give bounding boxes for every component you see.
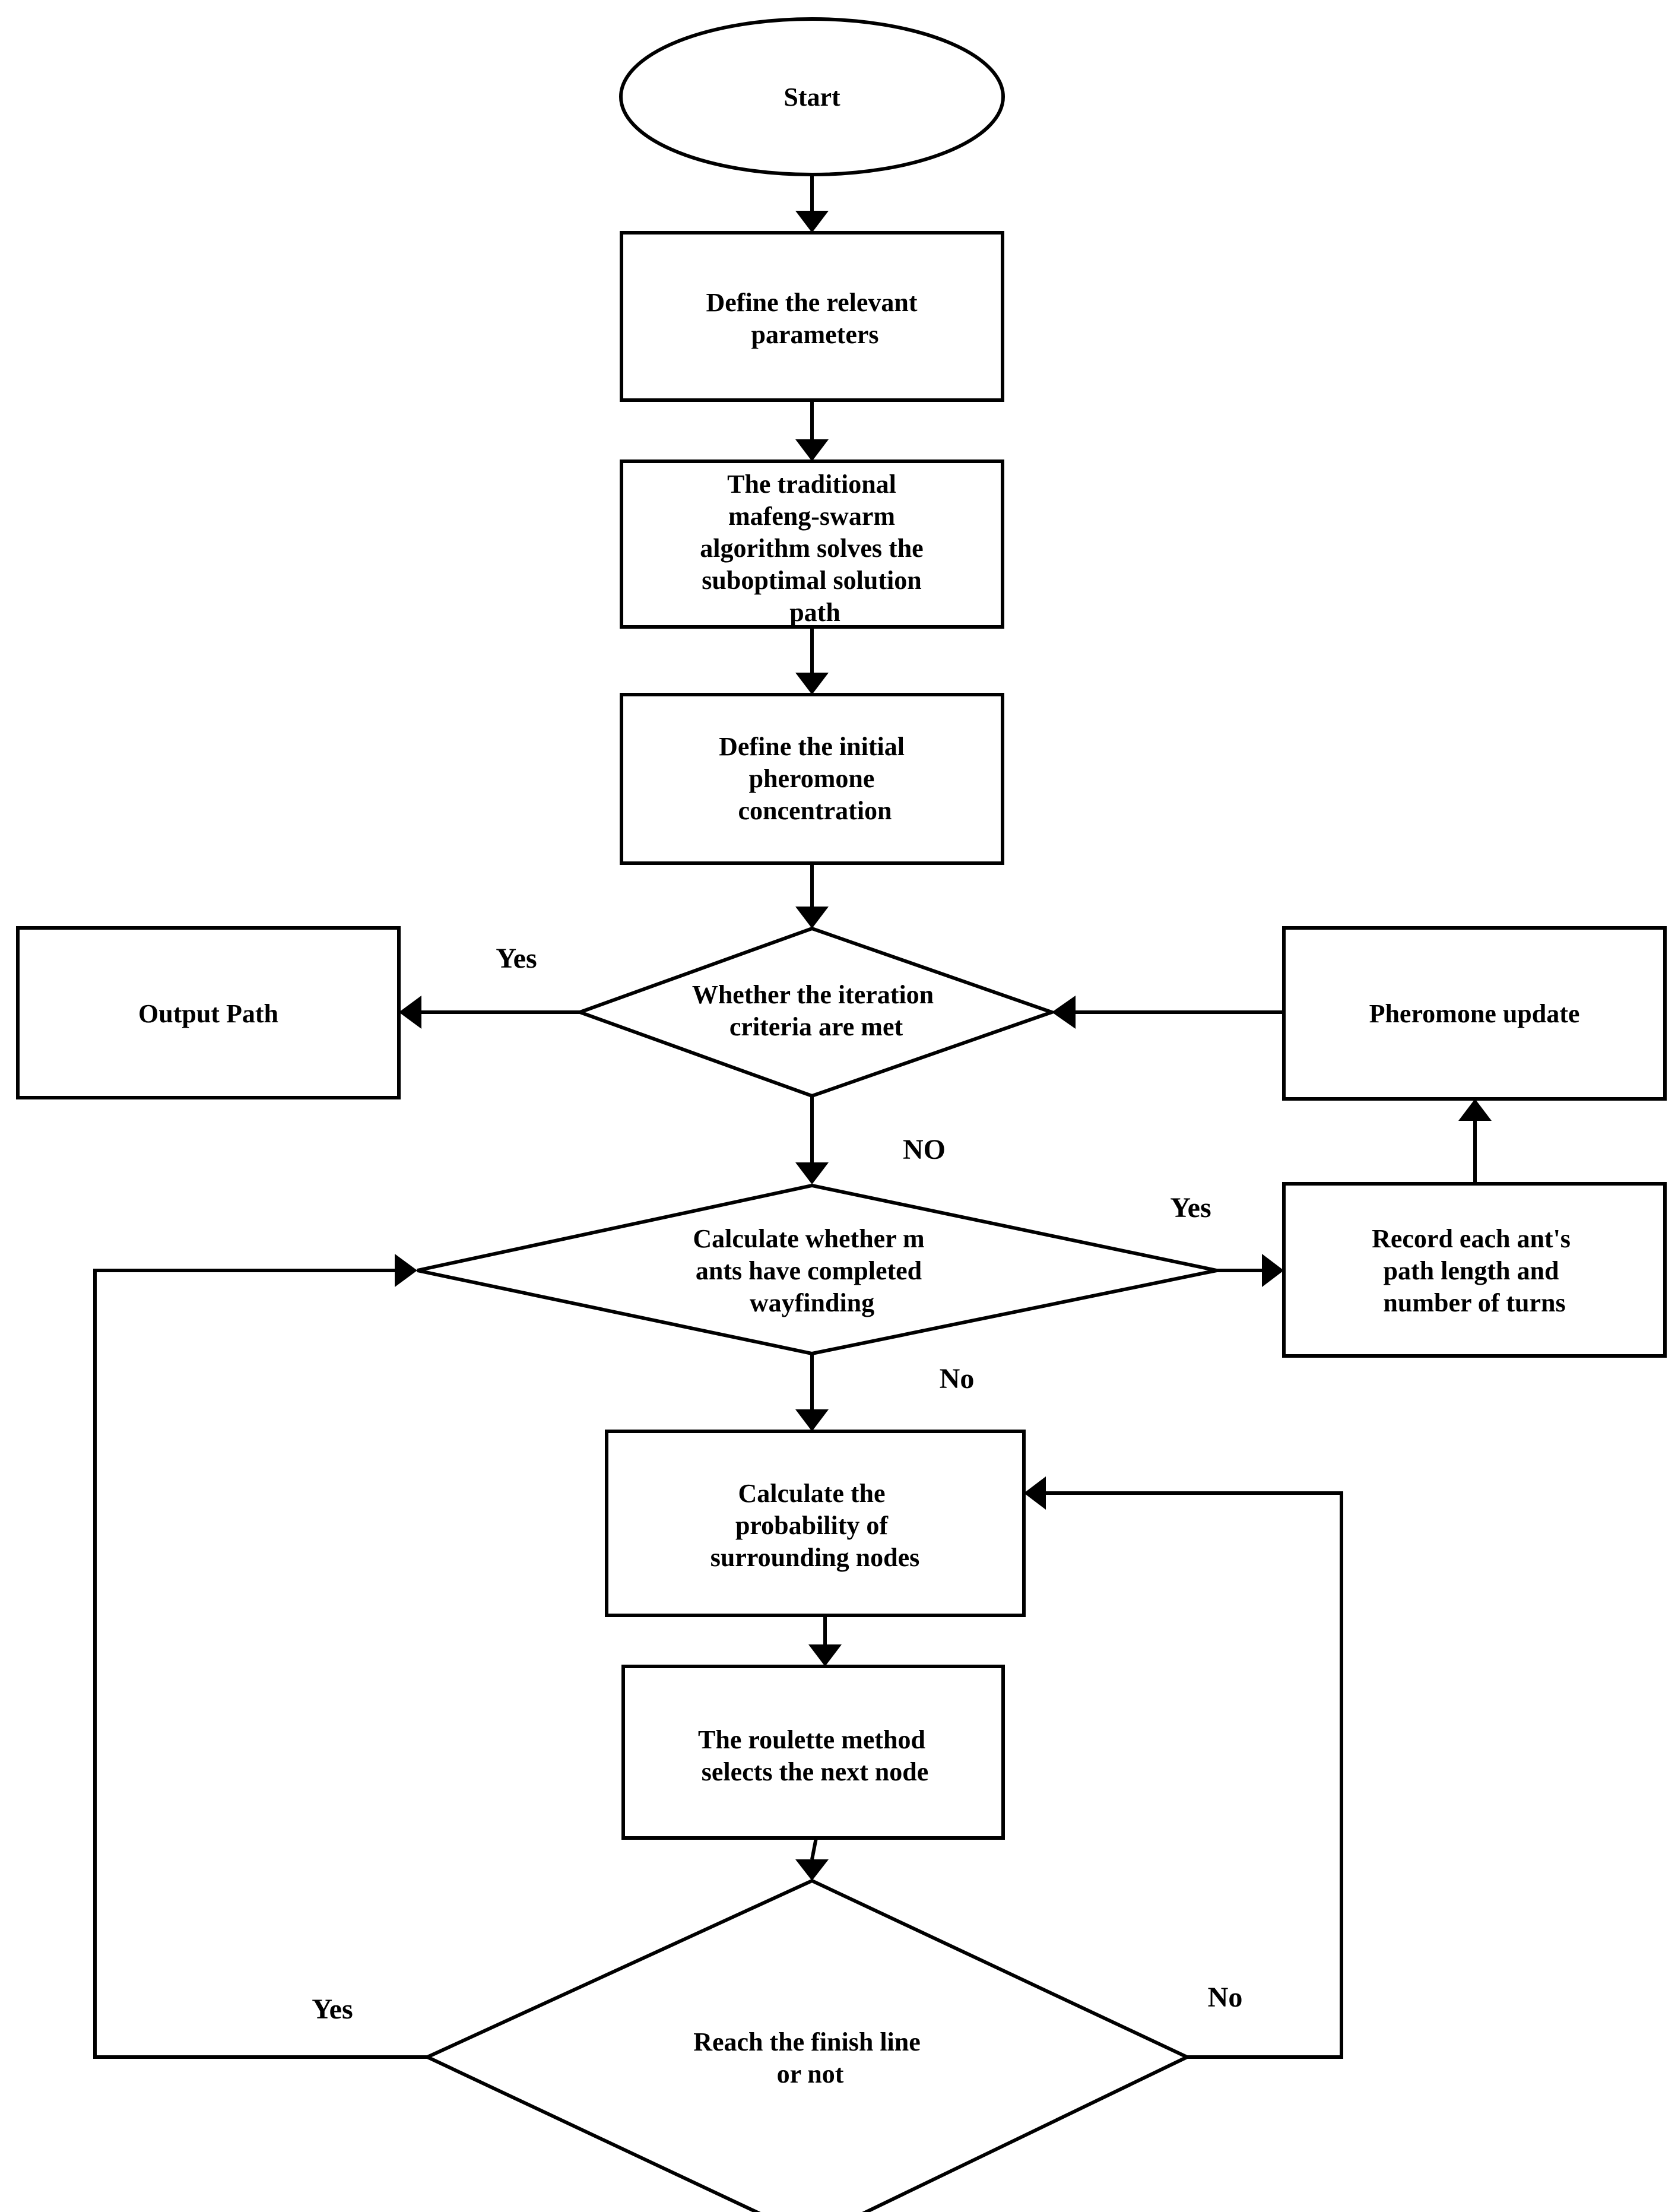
start-terminal [619,17,1005,176]
arrowhead-icon [795,1859,829,1881]
iteration-no-label: NO [903,1134,946,1165]
traditional-algo-box [620,459,1004,629]
arrowhead-icon [1458,1099,1492,1121]
shapes [16,17,1667,2212]
pheromone-update-label: Pheromone update [1369,999,1580,1028]
arrowhead-icon [399,996,421,1029]
arrowhead-icon [795,673,829,695]
define-params-box [620,231,1004,402]
arrowhead-icon [795,439,829,461]
finish-yes-label: Yes [312,1994,353,2025]
iteration-label: Whether the iteration criteria are met [692,980,940,1041]
finish-no-label: No [1208,1982,1243,2013]
traditional-algo-label: The traditional mafeng-swarm algorithm s… [700,470,930,627]
ants-label: Calculate whether m ants have completed … [693,1224,931,1317]
finish-decision [423,1878,1191,2212]
node-text: Start Define the relevant parameters The… [138,83,1579,2089]
iteration-decision [575,926,1058,1098]
edge-roulette-to-finish [810,1837,818,1860]
connectors [93,175,1492,2059]
arrowhead-icon [808,1644,842,1666]
pheromone-update-box [1282,926,1667,1101]
roulette-label: The roulette method selects the next nod… [698,1725,932,1786]
ants-no-label: No [940,1363,975,1395]
arrowhead-icon [1262,1254,1284,1287]
output-path-box [16,926,401,1099]
arrowhead-icon [1024,1476,1046,1510]
ants-decision [417,1183,1217,1356]
edge-finish-no-loop [1046,1491,1343,2059]
edge-finish-yes-loop [93,1269,427,2059]
edge-labels: Yes NO Yes No Yes No [312,943,1242,2025]
arrowhead-icon [795,211,829,233]
define-pheromone-label: Define the initial pheromone concentrati… [719,732,911,825]
arrowhead-icon [795,1409,829,1431]
finish-label: Reach the finish line or not [693,2027,927,2089]
arrowhead-icon [795,1162,829,1184]
calc-probability-label: Calculate the probability of surrounding… [710,1479,920,1572]
arrowhead-icon [795,907,829,928]
iteration-yes-label: Yes [496,943,537,974]
record-ants-box [1282,1182,1667,1358]
roulette-box [621,1665,1005,1840]
start-label: Start [784,83,840,112]
output-path-label: Output Path [138,999,278,1028]
ants-yes-label: Yes [1170,1192,1211,1224]
arrowhead-icon [395,1254,417,1287]
calc-probability-box [605,1430,1026,1617]
record-ants-label: Record each ant's path length and number… [1372,1224,1577,1317]
define-pheromone-box [620,693,1004,865]
define-params-label: Define the relevant parameters [706,288,924,349]
arrowhead-icon [1052,996,1076,1029]
